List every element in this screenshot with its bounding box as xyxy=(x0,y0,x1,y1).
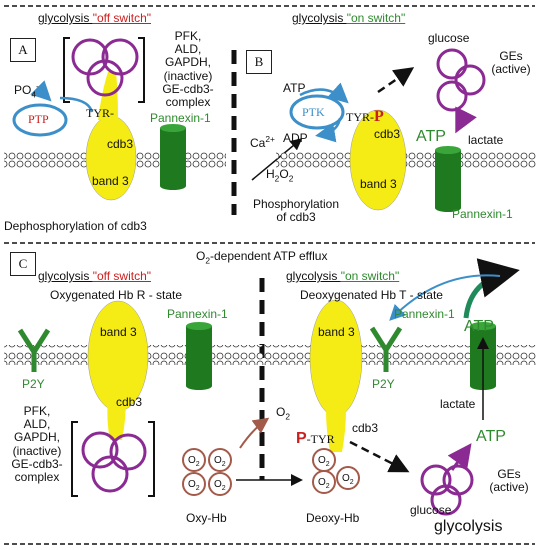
ges-c-label: GEs (active) xyxy=(489,467,529,495)
band3-b-shape xyxy=(349,109,407,211)
o2-release-arrow xyxy=(239,417,270,449)
oxy-o2-2: O2 xyxy=(214,455,226,468)
deoxy-hb-shape xyxy=(312,448,360,494)
atp-b-top-label: ATP xyxy=(283,81,306,95)
pannexin-a-label: Pannexin-1 xyxy=(150,111,211,125)
cdb3-b-label: cdb3 xyxy=(374,127,401,141)
oxy-o2-1: O2 xyxy=(188,455,200,468)
ptk-label: PTK xyxy=(302,105,325,119)
deoxy-o2-2: O2 xyxy=(342,473,354,486)
lactate-c-label: lactate xyxy=(440,397,476,411)
panel-a-caption: Dephosphorylation of cdb3 xyxy=(4,219,147,233)
oxy-hb-shape xyxy=(182,448,232,496)
p2y-right-shape xyxy=(369,326,403,372)
panel-c-left-title: glycolysis "off switch" xyxy=(38,269,152,283)
pannexin-a-shape xyxy=(160,124,186,190)
ges-b-label: GEs (active) xyxy=(491,49,531,77)
panel-a-label: A xyxy=(10,38,36,62)
deoxy-o2-1: O2 xyxy=(318,455,330,468)
panel-a-title: glycolysis "off switch" xyxy=(38,11,152,25)
ge-to-atp-c-arrow xyxy=(447,443,472,471)
lactate-b-label: lactate xyxy=(468,133,504,147)
ca-label: Ca2+ xyxy=(250,134,275,150)
ptp-label: PTP xyxy=(28,112,49,126)
cdb3-a-label: cdb3 xyxy=(107,137,134,151)
bracket-a-left xyxy=(63,37,70,103)
cdb3-c-left-tail xyxy=(107,398,126,440)
panel-b-title: glycolysis "on switch" xyxy=(292,11,406,25)
panel-b-label: B xyxy=(246,50,272,74)
oxy-o2-4: O2 xyxy=(214,479,226,492)
panel-c-title: O2-dependent ATP efflux xyxy=(196,249,328,266)
atp-signal-arrow xyxy=(463,258,520,319)
complex-c-text: PFK, ALD, GAPDH, (inactive) GE-cdb3- com… xyxy=(11,404,63,484)
p2y-left-shape xyxy=(17,328,51,372)
pannexin-b-shape xyxy=(435,146,461,212)
atp-to-ptk-arrow xyxy=(299,82,349,104)
atp-b-green-label: ATP xyxy=(416,128,446,145)
deoxygenated-state-label: Deoxygenated Hb T - state xyxy=(300,288,443,302)
atp-c-upper-label: ATP xyxy=(464,318,494,335)
cdb3-c-right-tail xyxy=(326,410,346,452)
pannexin-c-left-label: Pannexin-1 xyxy=(167,307,228,321)
ptp-arrow-a xyxy=(59,96,94,113)
glucose-c-label: glucose xyxy=(410,503,452,517)
band3-b-label: band 3 xyxy=(360,177,397,191)
band3-c-right-label: band 3 xyxy=(318,325,355,339)
band3-c-left-label: band 3 xyxy=(100,325,137,339)
cdb3-c-right-label: cdb3 xyxy=(352,421,379,435)
po4-label: PO4- xyxy=(14,81,39,100)
pannexin-b-label: Pannexin-1 xyxy=(452,207,513,221)
bracket-a-right xyxy=(138,37,145,103)
tyr-a-label: TYR- xyxy=(86,106,114,120)
p-tyr-label: P-TYR xyxy=(296,430,335,447)
pannexin-c-right-label: Pannexin-1 xyxy=(394,307,455,321)
atp-to-p2y-arrow xyxy=(389,274,501,321)
deoxy-o2-3: O2 xyxy=(318,477,330,490)
oxy-hb-label: Oxy-Hb xyxy=(186,511,227,525)
h2o2-label: H2O2 xyxy=(266,167,294,184)
o2-released-label: O2 xyxy=(276,405,291,422)
cdb3-c-left-label: cdb3 xyxy=(116,395,143,409)
band3-a-label: band 3 xyxy=(92,174,129,188)
band3-c-right-shape xyxy=(309,299,363,417)
glycolysis-label: glycolysis xyxy=(434,518,503,535)
release-arrow-c xyxy=(349,440,410,473)
panel-c-right-title: glycolysis "on switch" xyxy=(286,269,400,283)
panel-b-caption: Phosphorylation of cdb3 xyxy=(252,197,340,225)
bracket-c-right xyxy=(148,421,155,497)
po4-arrow xyxy=(30,80,52,102)
tyr-b-label: TYR-P xyxy=(346,108,384,125)
ge-active-b xyxy=(436,48,486,112)
atp-c-lower-label: ATP xyxy=(476,428,506,445)
oxygenated-state-label: Oxygenated Hb R - state xyxy=(50,288,183,302)
complex-a-text: PFK, ALD, GAPDH, (inactive) GE-cdb3- com… xyxy=(162,29,214,109)
oxy-o2-3: O2 xyxy=(188,479,200,492)
ge-complex-c xyxy=(81,431,147,493)
ge-complex-a xyxy=(71,38,139,97)
deoxy-hb-label: Deoxy-Hb xyxy=(306,511,360,525)
panel-c-label: C xyxy=(10,252,36,276)
p2y-left-label: P2Y xyxy=(22,377,45,391)
ptk-to-adp-arrow xyxy=(315,117,342,143)
membrane-c xyxy=(4,345,536,365)
ge-to-atp-arrow xyxy=(455,106,477,134)
p2y-right-label: P2Y xyxy=(372,377,395,391)
bracket-c-left xyxy=(71,421,78,497)
ptp-enzyme xyxy=(12,103,68,137)
adp-label: ADP xyxy=(283,131,308,145)
pannexin-c-left-shape xyxy=(186,322,212,390)
release-arrow-b xyxy=(377,67,415,94)
glucose-b-label: glucose xyxy=(428,31,470,45)
